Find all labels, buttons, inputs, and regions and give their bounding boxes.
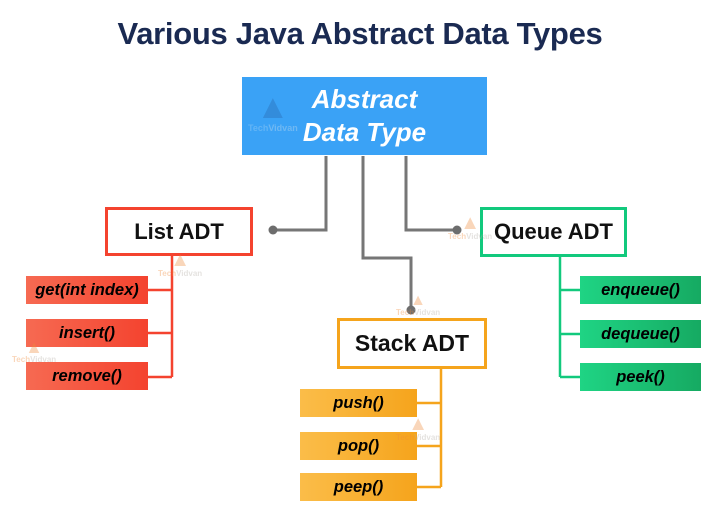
op-dequeue: dequeue() — [580, 320, 701, 348]
connector-dot-queue — [452, 225, 462, 235]
connector-root-to-queue — [404, 156, 456, 232]
list-branch-connectors — [148, 256, 174, 379]
page-title: Various Java Abstract Data Types — [117, 16, 603, 51]
node-stack-adt-label: Stack ADT — [354, 330, 470, 356]
connector-root-to-list — [274, 156, 328, 232]
root-connectors — [268, 156, 462, 315]
op-peek: peek() — [580, 363, 701, 391]
node-queue-adt: Queue ADT — [480, 207, 627, 257]
watermark-text: Tech — [158, 269, 177, 278]
op-get: get(int index) — [26, 276, 148, 304]
node-list-adt: List ADT — [105, 207, 253, 256]
connector-root-to-stack — [361, 156, 413, 308]
watermark-logo-icon: ▲ — [408, 413, 428, 435]
op-enqueue: enqueue() — [580, 276, 701, 304]
node-abstract-data-type: Abstract Data Type — [242, 77, 487, 155]
watermark-text: Tech — [396, 308, 415, 317]
connector-dot-list — [268, 225, 278, 235]
queue-branch-connectors — [558, 257, 580, 379]
stack-branch-connectors — [417, 369, 443, 489]
watermark-stack-top: ▲ TechVidvan — [396, 292, 441, 317]
op-remove: remove() — [26, 362, 148, 390]
watermark-text: Tech — [448, 232, 467, 241]
root-label-line2: Data Type — [302, 117, 427, 147]
op-pop: pop() — [300, 432, 417, 460]
op-insert: insert() — [26, 319, 148, 347]
root-label-line1: Abstract — [311, 84, 418, 114]
op-push: push() — [300, 389, 417, 417]
node-list-adt-label: List ADT — [134, 218, 224, 244]
watermark-logo-icon: ▲ — [410, 292, 426, 309]
connector-dot-stack — [406, 305, 416, 315]
node-stack-adt: Stack ADT — [337, 318, 487, 369]
node-queue-adt-label: Queue ADT — [494, 219, 613, 244]
op-peep: peep() — [300, 473, 417, 501]
